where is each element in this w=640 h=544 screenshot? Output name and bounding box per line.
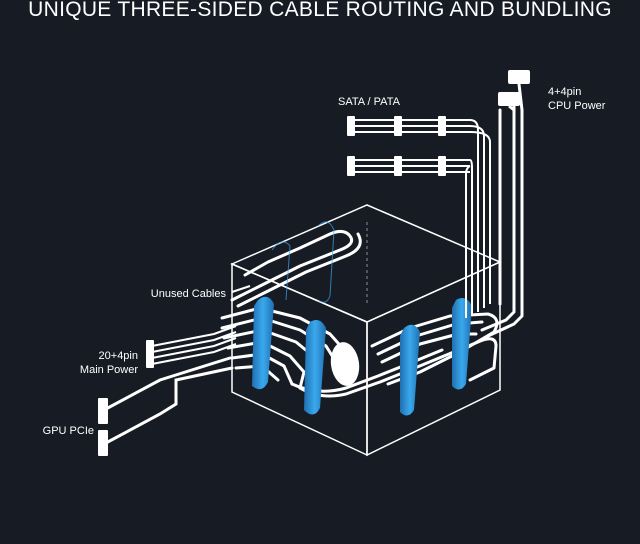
pcie-connector-icon	[98, 430, 108, 456]
cable-tie-2	[304, 320, 326, 415]
page-title: UNIQUE THREE-SIDED CABLE ROUTING AND BUN…	[28, 0, 612, 21]
pcie-connector-icon	[98, 398, 108, 424]
label-cpu-power-pins: 4+4pin	[548, 86, 582, 98]
label-sata-pata: SATA / PATA	[338, 96, 400, 108]
main-power-connector-icon	[146, 340, 154, 368]
label-unused-cables: Unused Cables	[150, 288, 226, 300]
cable-tie-3	[400, 324, 420, 416]
sata-connector	[394, 116, 402, 136]
sata-connectors	[347, 116, 446, 176]
cable-ties	[252, 296, 472, 416]
sata-connector	[438, 156, 446, 176]
label-gpu-pcie: GPU PCIe	[42, 425, 94, 437]
cpu-power-connectors	[498, 70, 530, 106]
label-main-power-pins: 20+4pin	[98, 350, 138, 362]
main-power-cable	[151, 325, 237, 365]
cable-ties-top-ghost	[271, 221, 335, 303]
gpu-pcie-cables	[102, 356, 234, 446]
sata-pata-cables	[352, 119, 491, 318]
cpu-connector-icon	[508, 70, 530, 84]
fan-disc-icon	[330, 342, 360, 386]
label-cpu-power: CPU Power	[548, 100, 606, 112]
sata-connector	[347, 116, 355, 136]
cpu-connector-icon	[498, 92, 520, 106]
sata-connector	[394, 156, 402, 176]
sata-connector	[347, 156, 355, 176]
cable-tie-4	[452, 298, 472, 390]
gpu-pcie-connectors	[98, 398, 108, 456]
sata-connector	[438, 116, 446, 136]
label-main-power: Main Power	[79, 364, 138, 376]
cable-tie-1	[252, 296, 274, 390]
